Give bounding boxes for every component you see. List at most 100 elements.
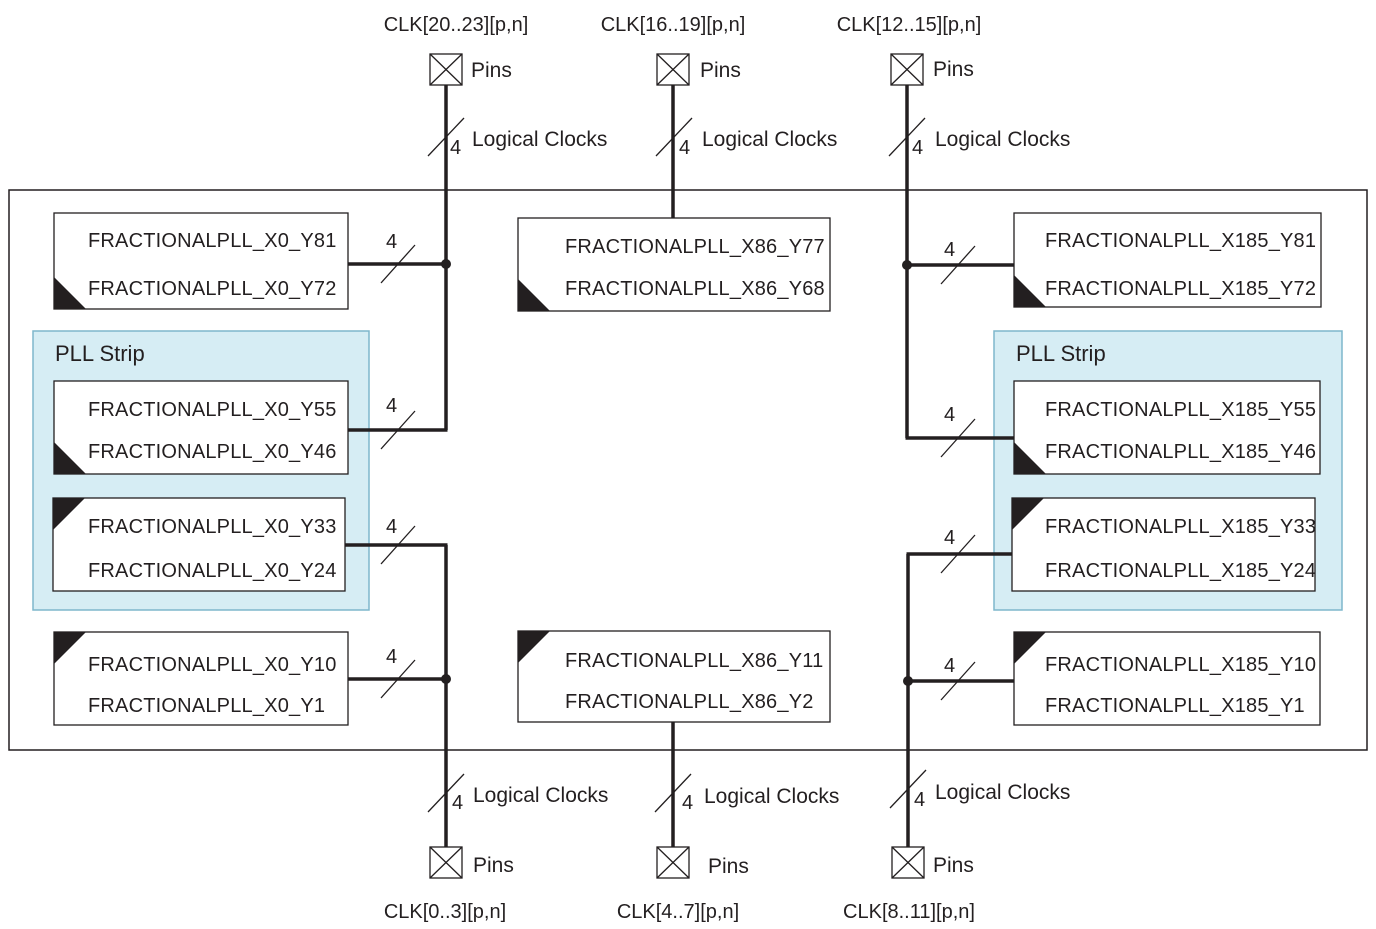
logical-clocks-label: Logical Clocks: [935, 128, 1070, 151]
bus-slashes: [380, 117, 976, 813]
pll-label: FRACTIONALPLL_X185_Y33: [1045, 516, 1316, 538]
pin-icon: [429, 53, 463, 86]
bus-slash: [654, 773, 692, 813]
junction-dot: [902, 260, 912, 270]
bus-slash: [940, 245, 976, 285]
clk-label: CLK[4..7][p,n]: [617, 901, 739, 923]
pll-label: FRACTIONALPLL_X0_Y33: [88, 516, 337, 538]
corner-triangle: [1014, 442, 1046, 474]
pll-label: FRACTIONALPLL_X0_Y46: [88, 441, 337, 463]
bus-slash: [427, 117, 465, 157]
pll-box-l3: [52, 497, 346, 592]
corner-triangle: [1012, 498, 1044, 530]
pll-box-l1: [53, 212, 349, 310]
pins-label: Pins: [933, 854, 974, 877]
pll-label: FRACTIONALPLL_X185_Y81: [1045, 230, 1316, 252]
logical-clocks-label: Logical Clocks: [472, 128, 607, 151]
pll-strip-left-title: PLL Strip: [55, 341, 145, 366]
bus-width-label: 4: [944, 655, 955, 677]
pll-box-r3: [1011, 497, 1316, 592]
clk-label: CLK[20..23][p,n]: [384, 14, 529, 36]
pll-label: FRACTIONALPLL_X185_Y72: [1045, 278, 1316, 300]
pll-label: FRACTIONALPLL_X185_Y55: [1045, 399, 1316, 421]
pll-label: FRACTIONALPLL_X185_Y24: [1045, 560, 1316, 582]
pin-symbols: [429, 53, 925, 879]
bus-slash: [380, 244, 416, 284]
junction-dot: [441, 259, 451, 269]
bus-slash: [940, 661, 976, 701]
bus-slash: [888, 117, 926, 157]
clk-label: CLK[12..15][p,n]: [837, 14, 982, 36]
junctions: [441, 259, 913, 686]
bus-slash: [380, 525, 416, 565]
corner-triangle: [518, 631, 550, 663]
pin-icon: [891, 846, 925, 879]
corner-triangle: [54, 442, 86, 474]
pll-label: FRACTIONALPLL_X86_Y2: [565, 691, 814, 713]
bus-slash: [940, 418, 976, 458]
pll-box-r4: [1013, 631, 1321, 726]
bus-slash: [427, 773, 465, 813]
clock-group-bottom-right: Logical Clocks 4 Pins CLK[8..11][p,n]: [843, 781, 1070, 923]
bus-width-label: 4: [386, 516, 397, 538]
bus-width-label: 4: [944, 527, 955, 549]
bus-slash: [889, 769, 927, 809]
clock-group-bottom-middle: Logical Clocks 4 Pins CLK[4..7][p,n]: [617, 785, 840, 923]
pll-box-r1: [1013, 212, 1322, 308]
bus-width-label: 4: [944, 404, 955, 426]
pll-label: FRACTIONALPLL_X0_Y55: [88, 399, 337, 421]
clk-label: CLK[8..11][p,n]: [843, 901, 975, 923]
pins-label: Pins: [471, 59, 512, 82]
bus-slash: [655, 117, 693, 157]
pin-icon: [656, 53, 690, 86]
junction-dot: [441, 674, 451, 684]
logical-clocks-label: Logical Clocks: [704, 785, 839, 808]
logical-clocks-label: Logical Clocks: [702, 128, 837, 151]
clock-group-top-right: CLK[12..15][p,n] Pins 4 Logical Clocks: [837, 14, 1071, 159]
corner-triangle: [54, 632, 86, 664]
pll-box-r2: [1013, 380, 1321, 475]
clock-group-bottom-left: Logical Clocks 4 Pins CLK[0..3][p,n]: [384, 784, 609, 923]
bus-width-label: 4: [452, 792, 463, 814]
pins-label: Pins: [700, 59, 741, 82]
clock-group-top-left: CLK[20..23][p,n] Pins 4 Logical Clocks: [384, 14, 608, 159]
pll-box-l2: [53, 380, 349, 475]
pll-label: FRACTIONALPLL_X0_Y1: [88, 695, 325, 717]
corner-triangle: [54, 277, 86, 309]
bus-width-label: 4: [912, 137, 923, 159]
pin-icon: [429, 846, 463, 879]
pll-label: FRACTIONALPLL_X86_Y68: [565, 278, 825, 300]
bus-slash: [940, 534, 976, 574]
pll-boxes: [52, 212, 1322, 726]
pll-labels: FRACTIONALPLL_X0_Y81 FRACTIONALPLL_X0_Y7…: [88, 230, 1316, 717]
corner-triangle: [518, 279, 550, 311]
pins-label: Pins: [708, 855, 749, 878]
corner-markers: [53, 275, 1046, 664]
pll-label: FRACTIONALPLL_X185_Y10: [1045, 654, 1316, 676]
pll-label: FRACTIONALPLL_X185_Y46: [1045, 441, 1316, 463]
pins-label: Pins: [933, 58, 974, 81]
pll-box-m1: [517, 217, 831, 312]
pin-icon: [656, 846, 690, 879]
clock-wires: [345, 85, 1014, 847]
clk-label: CLK[0..3][p,n]: [384, 901, 506, 923]
clock-group-top-middle: CLK[16..19][p,n] Pins 4 Logical Clocks: [601, 14, 838, 159]
clk-label: CLK[16..19][p,n]: [601, 14, 746, 36]
pll-label: FRACTIONALPLL_X0_Y81: [88, 230, 337, 252]
corner-triangle: [53, 498, 85, 530]
bus-width-label: 4: [679, 137, 690, 159]
bus-slash: [380, 410, 416, 450]
pll-label: FRACTIONALPLL_X0_Y10: [88, 654, 337, 676]
corner-triangle: [1014, 275, 1046, 307]
junction-dot: [903, 676, 913, 686]
bus-width-label: 4: [386, 395, 397, 417]
bus-width-label: 4: [386, 231, 397, 253]
logical-clocks-label: Logical Clocks: [935, 781, 1070, 804]
logical-clocks-label: Logical Clocks: [473, 784, 608, 807]
branch-width-labels: 4 4 4 4 4 4 4 4: [386, 231, 955, 677]
pll-box-l4: [53, 631, 349, 726]
bus-width-label: 4: [682, 792, 693, 814]
pll-label: FRACTIONALPLL_X185_Y1: [1045, 695, 1305, 717]
pll-strip-right-title: PLL Strip: [1016, 341, 1106, 366]
bus-width-label: 4: [914, 789, 925, 811]
